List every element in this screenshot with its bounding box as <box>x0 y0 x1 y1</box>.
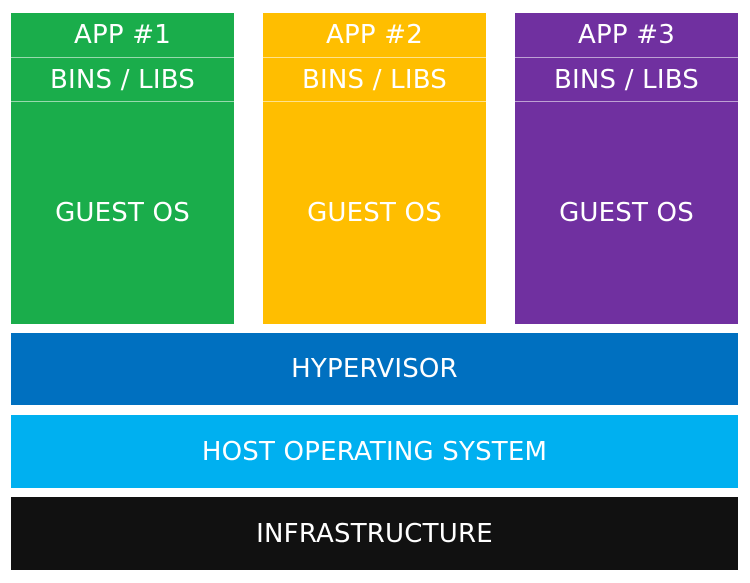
vm-3-app-label: APP #3 <box>578 20 675 50</box>
hypervisor-layer: HYPERVISOR <box>11 333 738 405</box>
vm-1-guest-os-label: GUEST OS <box>55 198 190 228</box>
vm-2-bins-libs-label: BINS / LIBS <box>302 64 447 95</box>
vm-1-bins-libs-label: BINS / LIBS <box>50 64 195 95</box>
vm-3-divider-app <box>515 57 738 58</box>
vm-2-stack: APP #2 BINS / LIBS GUEST OS <box>263 13 486 324</box>
vm-1-divider-app <box>11 57 234 58</box>
vm-2-app-label: APP #2 <box>326 20 423 50</box>
vm-1-divider-bins <box>11 101 234 102</box>
vm-1-app-label: APP #1 <box>74 20 171 50</box>
vm-2-guest-os-label: GUEST OS <box>307 198 442 228</box>
vm-3-divider-bins <box>515 101 738 102</box>
vm-3-bins-libs-label: BINS / LIBS <box>554 64 699 95</box>
host-operating-system-layer: HOST OPERATING SYSTEM <box>11 415 738 488</box>
vm-3-guest-os-label: GUEST OS <box>559 198 694 228</box>
vm-2-divider-bins <box>263 101 486 102</box>
vm-1-stack: APP #1 BINS / LIBS GUEST OS <box>11 13 234 324</box>
vm-2-divider-app <box>263 57 486 58</box>
vm-3-stack: APP #3 BINS / LIBS GUEST OS <box>515 13 738 324</box>
infrastructure-layer: INFRASTRUCTURE <box>11 497 738 570</box>
